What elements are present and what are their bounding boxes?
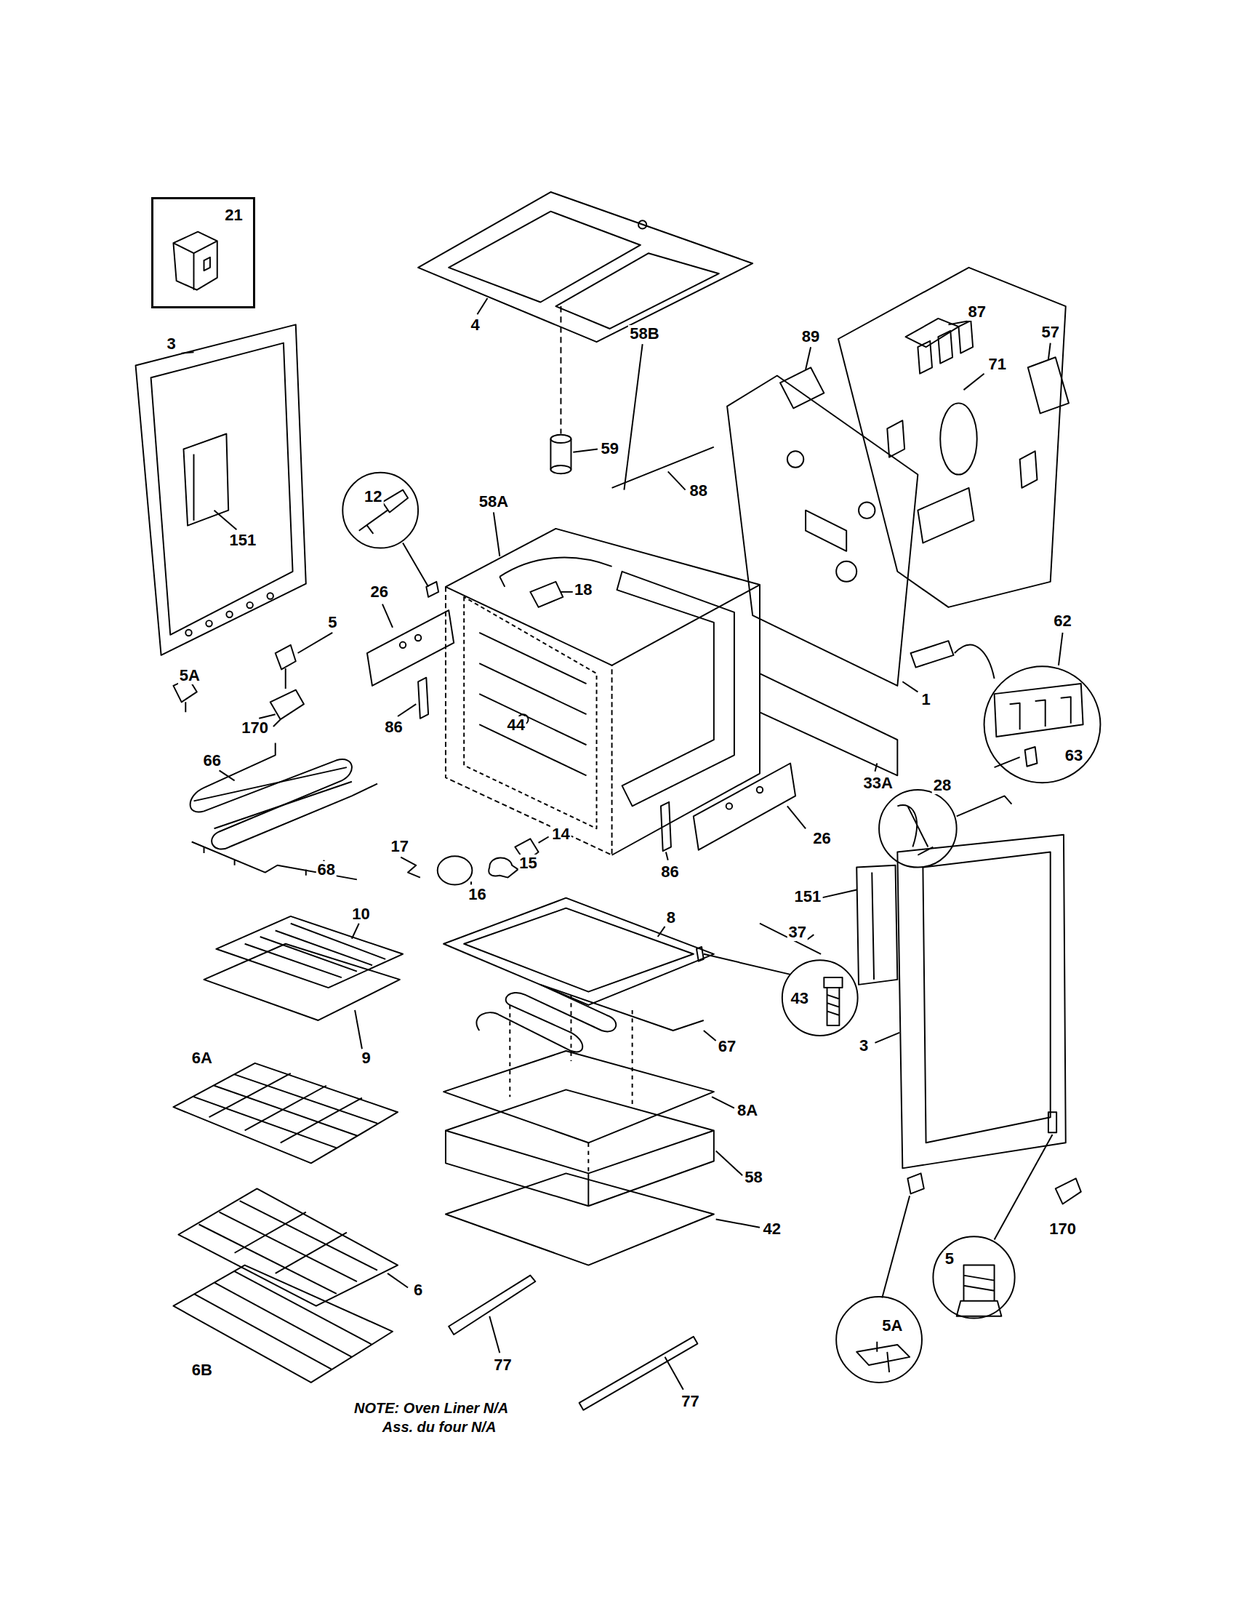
callout-number: 42	[761, 1220, 783, 1238]
callout-number: 58	[743, 1168, 764, 1186]
callout-number: 16	[466, 885, 488, 904]
callout-number: 63	[1063, 746, 1085, 765]
callout-number: 3	[857, 1036, 870, 1055]
callout-number: 58A	[477, 492, 510, 511]
callout-number: 58B	[628, 324, 661, 343]
callout-number: 68	[316, 860, 337, 879]
callout-number: 43	[788, 989, 810, 1007]
callout-number: 5	[943, 1249, 956, 1268]
callout-number: 57	[1039, 323, 1061, 341]
callout-number: 26	[369, 583, 390, 601]
callout-number: 77	[492, 1355, 513, 1374]
callout-number: 12	[362, 487, 384, 506]
callout-number: 5A	[178, 666, 202, 685]
callout-number: 66	[201, 751, 222, 770]
callout-number: 44	[505, 716, 526, 734]
callout-number: 59	[599, 439, 621, 458]
callout-number: 170	[1047, 1220, 1078, 1238]
callout-number: 21	[223, 206, 244, 224]
callout-number: 6B	[190, 1361, 214, 1379]
callout-number: 151	[793, 887, 824, 906]
callout-number: 18	[572, 580, 594, 599]
callout-number: 8A	[735, 1101, 760, 1119]
callout-number: 170	[239, 719, 270, 737]
part-box: 21	[151, 197, 256, 309]
callout-number: 88	[688, 482, 709, 500]
callout-number: 151	[227, 531, 258, 549]
callout-number: 86	[659, 863, 680, 881]
callout-number: 5A	[880, 1316, 904, 1335]
callout-number: 9	[359, 1049, 372, 1067]
callout-number: 37	[787, 923, 808, 941]
callout-number: 28	[932, 776, 953, 794]
callout-number: 5	[326, 613, 339, 632]
callout-number: 17	[389, 837, 411, 856]
callout-number: 8	[665, 908, 677, 927]
note-text: Ass. du four N/A	[380, 1417, 499, 1436]
callout-number: 4	[469, 316, 482, 334]
note-text: NOTE: Oven Liner N/A	[352, 1398, 510, 1417]
callout-number: 26	[811, 829, 832, 848]
callout-number: 89	[800, 327, 821, 346]
callout-number: 87	[966, 303, 987, 321]
callout-number: 10	[350, 905, 371, 923]
callout-number: 14	[550, 825, 571, 843]
callout-number: 62	[1052, 612, 1073, 630]
callout-number: 71	[987, 355, 1008, 373]
callout-number: 6A	[190, 1049, 214, 1067]
callout-number: 15	[517, 854, 539, 872]
callout-number: 1	[919, 690, 932, 709]
callout-number: 67	[716, 1037, 738, 1055]
callout-number: 33A	[861, 774, 894, 792]
callout-number: 77	[679, 1392, 701, 1410]
callout-number: 86	[383, 718, 404, 736]
callout-number: 6	[412, 1281, 424, 1299]
callout-number: 3	[165, 335, 178, 353]
